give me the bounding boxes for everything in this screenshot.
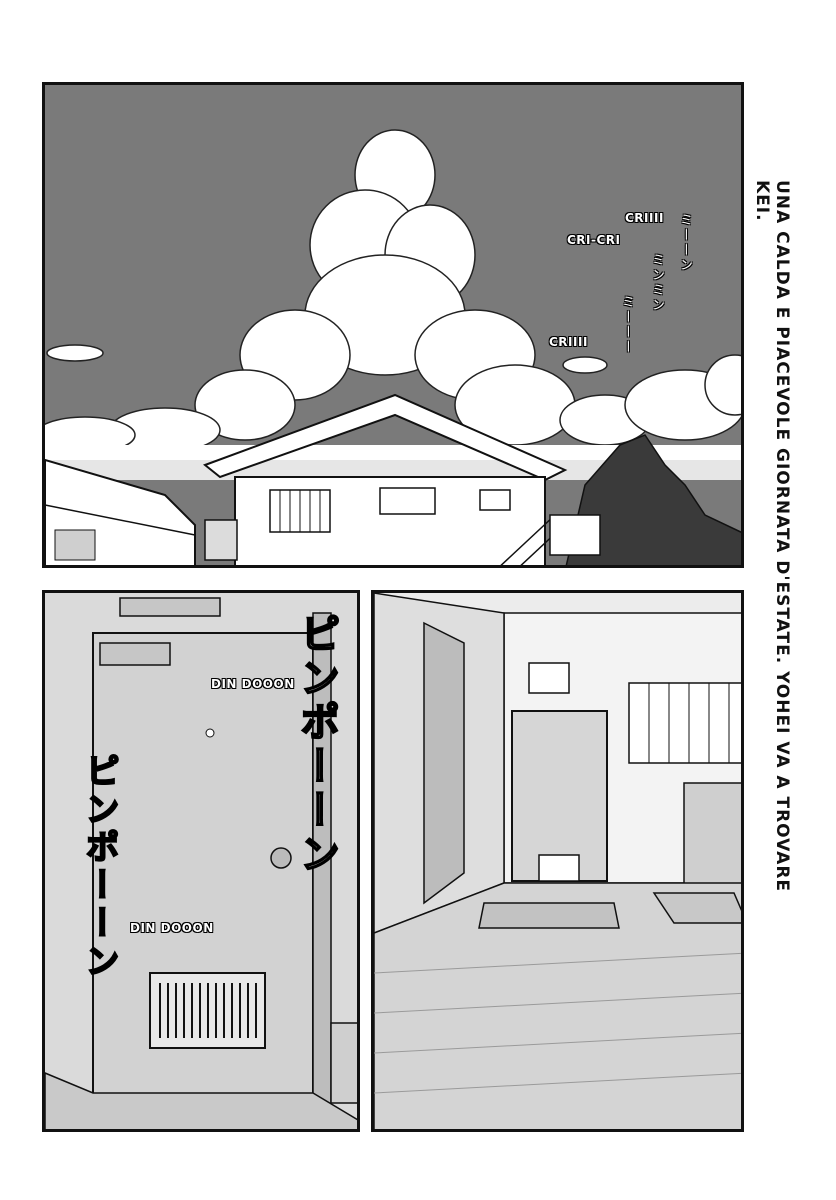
interior-illustration: [374, 593, 741, 1129]
sfx-cricket-1: CRIIII: [625, 211, 664, 225]
sfx-cicada-1: ミーーン: [677, 213, 692, 273]
sfx-doorbell-jp-2: ピンポーーン: [78, 752, 120, 982]
panel-interior: [371, 590, 744, 1132]
sfx-cricket-2: CRI-CRI: [567, 233, 621, 247]
sfx-doorbell-jp-1: ピンポーーン: [292, 612, 340, 878]
panel-front-door: DIN DOOON DIN DOOON ピンポーーン ピンポーーン: [42, 590, 360, 1132]
sfx-cicada-2: ミンミン: [649, 253, 664, 313]
panel-house-exterior: CRIIII CRI-CRI CRIIII ミーーン ミンミン ミーーー: [42, 82, 744, 568]
sfx-cricket-3: CRIIII: [549, 335, 588, 349]
door-illustration: [45, 593, 357, 1129]
house-illustration: [45, 129, 741, 565]
sfx-doorbell-1: DIN DOOON: [211, 677, 295, 691]
narration-caption: UNA CALDA E PIACEVOLE GIORNATA D'ESTATE.…: [752, 180, 792, 893]
sfx-doorbell-2: DIN DOOON: [130, 921, 214, 935]
sfx-cicada-3: ミーーー: [619, 295, 634, 355]
